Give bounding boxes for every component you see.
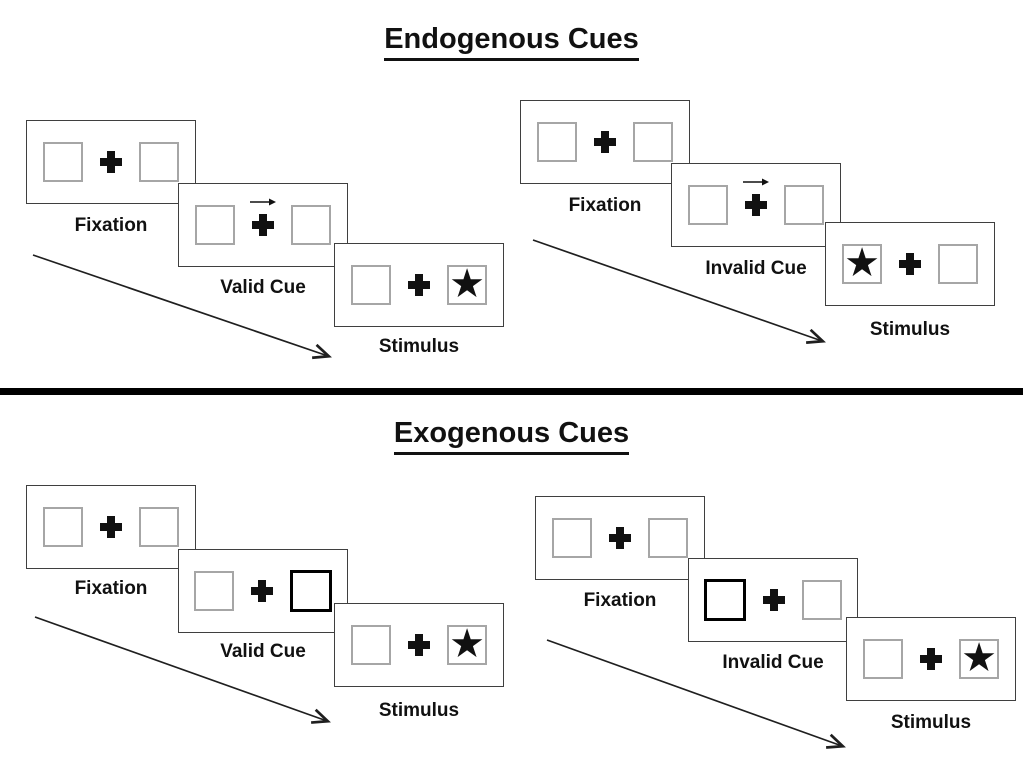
- section-title-endogenous: Endogenous Cues: [0, 23, 1023, 61]
- left-box: [195, 205, 235, 245]
- fixation-cross-icon: [920, 648, 942, 670]
- left-box: [43, 507, 83, 547]
- panel-label: Invalid Cue: [705, 258, 807, 279]
- left-box: ★: [842, 241, 882, 285]
- fixation-cross-icon: [594, 131, 616, 153]
- fixation-panel: [26, 120, 196, 204]
- left-box: [351, 625, 391, 665]
- star-icon: ★: [449, 262, 485, 306]
- left-box: [351, 265, 391, 305]
- fixation-cross-icon: [250, 198, 276, 236]
- right-box: ★: [447, 262, 487, 306]
- section-title-text: Exogenous Cues: [393, 417, 630, 455]
- panel-label: Stimulus: [869, 319, 951, 340]
- fixation-cross-icon: [408, 274, 430, 296]
- cue-panel: [688, 558, 858, 642]
- cue-arrow-icon: [743, 178, 769, 186]
- right-box: [648, 518, 688, 558]
- right-box: [139, 507, 179, 547]
- right-box: [291, 205, 331, 245]
- cue-panel: [178, 549, 348, 633]
- cue-panel: [671, 163, 841, 247]
- left-box-highlighted: [704, 579, 746, 621]
- panel-label: Fixation: [74, 215, 148, 236]
- fixation-cross-icon: [899, 253, 921, 275]
- right-box: ★: [959, 636, 999, 680]
- right-box: [139, 142, 179, 182]
- fixation-cross-icon: [100, 516, 122, 538]
- panel-label: Valid Cue: [220, 277, 306, 298]
- star-icon: ★: [449, 622, 485, 666]
- fixation-panel: [26, 485, 196, 569]
- right-box: ★: [447, 622, 487, 666]
- fixation-cross-icon: [609, 527, 631, 549]
- stimulus-panel: ★: [825, 222, 995, 306]
- left-box: [863, 639, 903, 679]
- left-box: [552, 518, 592, 558]
- panel-label: Valid Cue: [220, 641, 306, 662]
- right-box-highlighted: [290, 570, 332, 612]
- panel-label: Fixation: [74, 578, 148, 599]
- left-box: [43, 142, 83, 182]
- sequence-arrow-icon: [532, 239, 826, 345]
- right-box: [633, 122, 673, 162]
- fixation-cross-icon: [251, 580, 273, 602]
- fixation-cross-icon: [100, 151, 122, 173]
- left-box: [194, 571, 234, 611]
- sequence-arrow-icon: [32, 254, 332, 360]
- cue-arrow-icon: [250, 198, 276, 206]
- fixation-cross-icon: [743, 178, 769, 216]
- left-box: [537, 122, 577, 162]
- right-box: [802, 580, 842, 620]
- star-icon: ★: [844, 241, 880, 285]
- section-title-exogenous: Exogenous Cues: [0, 417, 1023, 455]
- fixation-panel: [520, 100, 690, 184]
- panel-label: Stimulus: [890, 712, 972, 733]
- fixation-cross-icon: [763, 589, 785, 611]
- fixation-panel: [535, 496, 705, 580]
- panel-label: Stimulus: [378, 336, 460, 357]
- left-box: [688, 185, 728, 225]
- stimulus-panel: ★: [846, 617, 1016, 701]
- section-divider: [0, 388, 1023, 395]
- right-box: [784, 185, 824, 225]
- panel-label: Invalid Cue: [722, 652, 824, 673]
- stimulus-panel: ★: [334, 603, 504, 687]
- cue-panel: [178, 183, 348, 267]
- section-title-text: Endogenous Cues: [384, 23, 639, 61]
- stimulus-panel: ★: [334, 243, 504, 327]
- panel-label: Fixation: [583, 590, 657, 611]
- panel-label: Stimulus: [378, 700, 460, 721]
- right-box: [938, 244, 978, 284]
- star-icon: ★: [961, 636, 997, 680]
- panel-label: Fixation: [568, 195, 642, 216]
- fixation-cross-icon: [408, 634, 430, 656]
